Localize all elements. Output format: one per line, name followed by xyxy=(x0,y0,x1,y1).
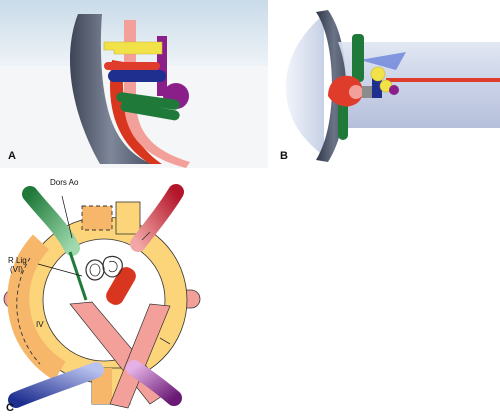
purple-vessel xyxy=(157,36,167,96)
r-lig-leader xyxy=(37,263,83,277)
top-right-stub xyxy=(115,201,141,235)
yellow-vessel xyxy=(103,41,163,55)
vessel-wall xyxy=(70,14,152,164)
arch-iv-segment xyxy=(7,234,66,381)
center-red-stub xyxy=(106,267,136,305)
gray-block xyxy=(362,86,372,98)
green-vessel-1 xyxy=(116,92,180,110)
ring-inner-edge xyxy=(42,238,166,362)
label-r-lig-vi: (VI) xyxy=(10,265,23,274)
dashed-boundary-left xyxy=(16,257,41,365)
trachea-lumen xyxy=(89,263,101,277)
label-r-lig: R Lig xyxy=(8,256,27,265)
blue-wedge xyxy=(360,52,406,70)
navy-block xyxy=(372,72,382,98)
top-dashed-stub xyxy=(81,205,113,231)
yellow-circle-1 xyxy=(370,66,386,82)
navy-external-vessel xyxy=(8,362,104,408)
dors-ao-leader xyxy=(61,195,73,239)
purple-external-vessel xyxy=(126,360,182,406)
panel-b-illustration xyxy=(285,10,500,162)
esophagus-outline xyxy=(102,255,123,278)
segment-tick-1 xyxy=(141,231,151,241)
right-ligament xyxy=(68,251,88,301)
green-external-vessel xyxy=(22,186,80,256)
label-arch-iv: IV xyxy=(36,320,44,329)
inner-red-line xyxy=(386,78,500,82)
red-external-vessel xyxy=(130,184,184,252)
green-vessel-top xyxy=(352,34,364,82)
panel-letter-c: C xyxy=(6,402,14,414)
label-dors-ao: Dors Ao xyxy=(50,178,79,187)
green-vessel-bottom xyxy=(338,100,348,140)
panel-a: A xyxy=(0,0,268,168)
salmon-circle xyxy=(349,85,363,99)
navy-vessel xyxy=(108,70,166,82)
panel-letter-a: A xyxy=(8,150,16,162)
panel-c: Dors Ao R Lig (VI) IV C xyxy=(0,172,270,416)
panel-a-illustration xyxy=(0,0,268,168)
esophagus-lumen xyxy=(108,260,118,273)
diagonal-vessel-2 xyxy=(109,303,171,409)
segment-tick-2 xyxy=(159,337,171,345)
green-vessel-2 xyxy=(120,101,180,121)
panel-c-illustration xyxy=(3,184,201,409)
purple-circle xyxy=(389,85,399,95)
panel-b: B xyxy=(276,0,500,168)
red-blob xyxy=(328,75,363,107)
dome-shape xyxy=(285,16,324,156)
salmon-vessel xyxy=(124,20,190,168)
panel-letter-b: B xyxy=(280,150,288,162)
red-branch xyxy=(104,62,160,70)
